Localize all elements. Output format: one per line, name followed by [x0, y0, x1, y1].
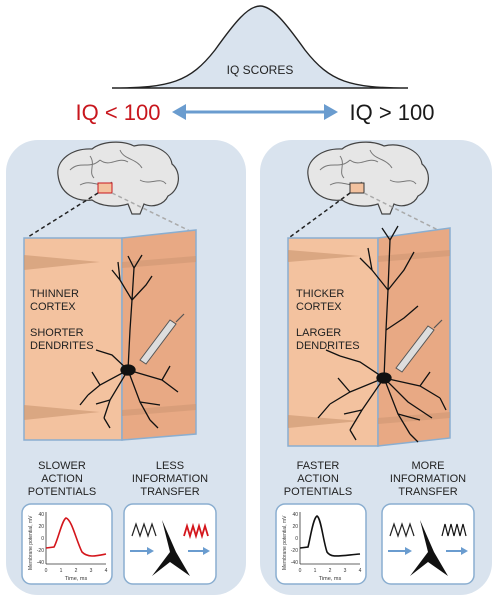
output-spike-train [441, 523, 467, 537]
cortex-block [287, 227, 451, 447]
bell-curve [111, 5, 409, 89]
plot-xtick: 2 [329, 568, 332, 574]
action-potential-trace [299, 515, 361, 557]
dendrite-text-line2: DENDRITES [30, 340, 94, 352]
plot-xlabel: Time, ms [319, 576, 342, 582]
ap-text-line2: ACTION [41, 473, 83, 485]
info-text-line2: INFORMATION [390, 473, 466, 485]
plot-ytick: -20 [291, 548, 298, 554]
plot-ylabel: Membrane potential, mV [28, 515, 34, 570]
plot-xtick: 0 [299, 568, 302, 574]
ap-text-line1: SLOWER [38, 460, 86, 472]
plot-xtick: 1 [314, 568, 317, 574]
iq-high-label: IQ > 100 [349, 100, 434, 125]
plot-xlabel: Time, ms [65, 576, 88, 582]
cortex-text-line1: THINNER [30, 288, 79, 300]
output-spike-train [183, 522, 209, 540]
info-text-line3: TRANSFER [140, 486, 199, 498]
information-transfer-box [123, 503, 217, 585]
plot-xtick: 1 [60, 568, 63, 574]
ap-text-line1: FASTER [297, 460, 340, 472]
neuron-short-dendrites [79, 254, 179, 429]
plot-xtick: 2 [75, 568, 78, 574]
ap-text-line2: ACTION [297, 473, 339, 485]
cortex-text-line2: CORTEX [296, 301, 342, 313]
plot-ytick: -20 [37, 548, 44, 554]
iq-low-label: IQ < 100 [75, 100, 160, 125]
action-potential-plot: Membrane potential, mV Time, ms 40 20 0 … [275, 503, 367, 585]
info-text-line3: TRANSFER [398, 486, 457, 498]
neuron-soma-icon [152, 520, 190, 576]
cortex-text-line1: THICKER [296, 288, 344, 300]
plot-ytick: -40 [291, 560, 298, 566]
panel-low-iq: THINNER CORTEX SHORTER DENDRITES SLOWER … [6, 140, 246, 595]
plot-ytick: 0 [41, 536, 44, 542]
information-transfer-box [381, 503, 475, 585]
curve-label: IQ SCORES [227, 63, 294, 77]
info-text-line1: MORE [412, 460, 445, 472]
neuron-large-dendrites [317, 225, 447, 443]
plot-ytick: -40 [37, 560, 44, 566]
plot-ytick: 20 [292, 524, 298, 530]
dendrite-text-line2: DENDRITES [296, 340, 360, 352]
plot-xtick: 3 [344, 568, 347, 574]
brain-icon [57, 141, 179, 215]
plot-ytick: 40 [38, 512, 44, 518]
dendrite-text-line1: LARGER [296, 327, 341, 339]
info-text-line1: LESS [156, 460, 184, 472]
ap-text-line3: POTENTIALS [28, 486, 96, 498]
action-potential-plot: Membrane potential, mV Time, ms 40 20 0 … [21, 503, 113, 585]
recording-electrode-icon [395, 319, 443, 373]
panel-high-iq: THICKER CORTEX LARGER DENDRITES FASTER A… [260, 140, 492, 595]
plot-xtick: 4 [359, 568, 362, 574]
plot-ylabel: Membrane potential, mV [282, 515, 288, 570]
double-arrow [172, 104, 338, 120]
plot-ytick: 0 [295, 536, 298, 542]
info-text-line2: INFORMATION [132, 473, 208, 485]
plot-ytick: 20 [38, 524, 44, 530]
action-potential-trace [45, 517, 107, 557]
plot-xtick: 0 [45, 568, 48, 574]
ap-text-line3: POTENTIALS [284, 486, 352, 498]
plot-ytick: 40 [292, 512, 298, 518]
brain-icon [307, 141, 429, 215]
cortex-text-line2: CORTEX [30, 301, 76, 313]
plot-xtick: 4 [105, 568, 108, 574]
input-spike-train [389, 522, 415, 538]
dendrite-text-line1: SHORTER [30, 327, 84, 339]
plot-xtick: 3 [90, 568, 93, 574]
neuron-soma-icon [410, 520, 448, 576]
recording-electrode-icon [139, 313, 185, 365]
input-spike-train [131, 522, 157, 538]
